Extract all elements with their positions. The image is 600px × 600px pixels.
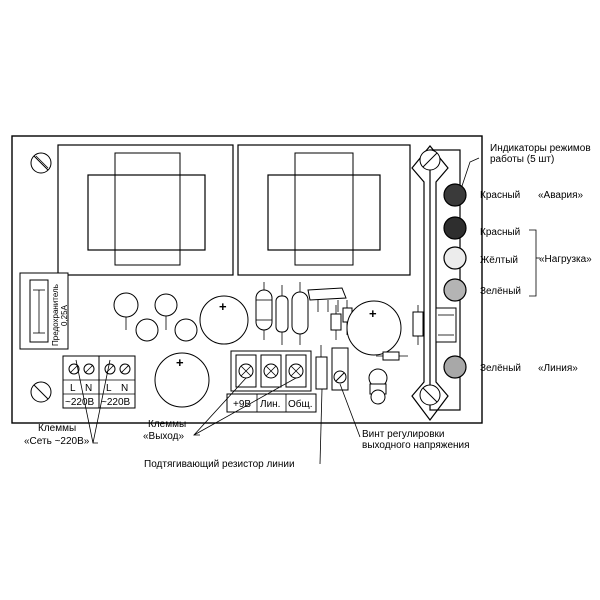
led-red-load (443, 216, 467, 240)
corner-screw-bottom-right (419, 384, 441, 406)
capacitor-plus-sign: + (176, 355, 184, 370)
diode-vertical (275, 285, 289, 345)
led-green-load (443, 278, 467, 302)
capacitor-small-3 (135, 318, 159, 342)
mains-pin-n-2: N (121, 383, 128, 394)
voltage-adjust-trimmer (331, 347, 349, 391)
corner-screw-bottom-left (30, 381, 52, 403)
corner-screw-top-left (30, 152, 52, 174)
mains-caption-line1: Клеммы (38, 423, 76, 434)
transformer-left (57, 144, 234, 276)
capacitor-plus-sign: + (219, 299, 227, 314)
transistor (368, 368, 388, 405)
screw-caption-line1: Винт регулировки (362, 429, 445, 440)
led-label-green-line: Зелёный (480, 363, 521, 374)
voltage-regulator (307, 287, 347, 312)
led-red-alarm (443, 183, 467, 207)
corner-screw-top-right (419, 149, 441, 171)
leader-lines (75, 157, 540, 465)
output-caption-line1: Клеммы (148, 419, 186, 430)
indicators-title-line1: Индикаторы режимов (490, 143, 591, 154)
electrolytic-capacitor-1: + (199, 295, 249, 345)
output-caption-line2: «Выход» (143, 431, 184, 442)
mains-pin-l-1: L (70, 383, 76, 394)
mains-pin-n-1: N (85, 383, 92, 394)
small-resistor-right (412, 305, 424, 345)
resistor-vertical-1 (255, 282, 273, 340)
led-group-load-label: «Нагрузка» (539, 254, 592, 265)
pullup-resistor (315, 345, 328, 390)
output-label-line: Лин. (260, 399, 280, 410)
led-label-red-load: Красный (480, 227, 520, 238)
output-label-common: Общ. (288, 398, 313, 410)
led-label-yellow-load: Жёлтый (480, 255, 518, 266)
fuse-label: Предохранитель (51, 284, 60, 346)
mains-voltage-label-1: ~220В (65, 397, 95, 408)
led-label-red-alarm: Красный (480, 190, 520, 201)
fuse: Предохранитель 0,25А (19, 272, 69, 350)
mains-terminal-block: L N L N ~220В ~220В (62, 355, 136, 409)
led-green-line (443, 355, 467, 379)
resistor-vertical-2 (291, 282, 309, 345)
trimmer-block (435, 307, 457, 343)
capacitor-small-2 (154, 293, 178, 330)
mains-caption-line2: «Сеть ~220В» (24, 436, 90, 447)
screw-caption-line2: выходного напряжения (362, 440, 470, 451)
mains-voltage-label-2: ~220В (101, 397, 131, 408)
capacitor-small-4 (174, 318, 198, 342)
indicators-title-line2: работы (5 шт) (490, 153, 554, 165)
capacitor-small-1 (113, 292, 139, 330)
resistor-small-vertical (330, 305, 342, 340)
led-mode-alarm: «Авария» (538, 190, 584, 201)
led-label-green-load: Зелёный (480, 286, 521, 297)
led-yellow-load (443, 246, 467, 270)
output-label-9v: +9В (233, 399, 251, 410)
electrolytic-capacitor-2: + (154, 352, 210, 408)
resistor-horizontal (376, 351, 408, 361)
transformer-right (237, 144, 411, 276)
capacitor-plus-sign: + (369, 306, 377, 321)
pullup-caption: Подтягивающий резистор линии (144, 459, 295, 470)
electrolytic-capacitor-3: + (346, 300, 402, 356)
fuse-rating: 0,25А (60, 304, 69, 326)
output-terminal-block: +9В Лин. Общ. (226, 350, 317, 413)
mains-pin-l-2: L (106, 383, 112, 394)
led-mode-line: «Линия» (538, 363, 578, 374)
